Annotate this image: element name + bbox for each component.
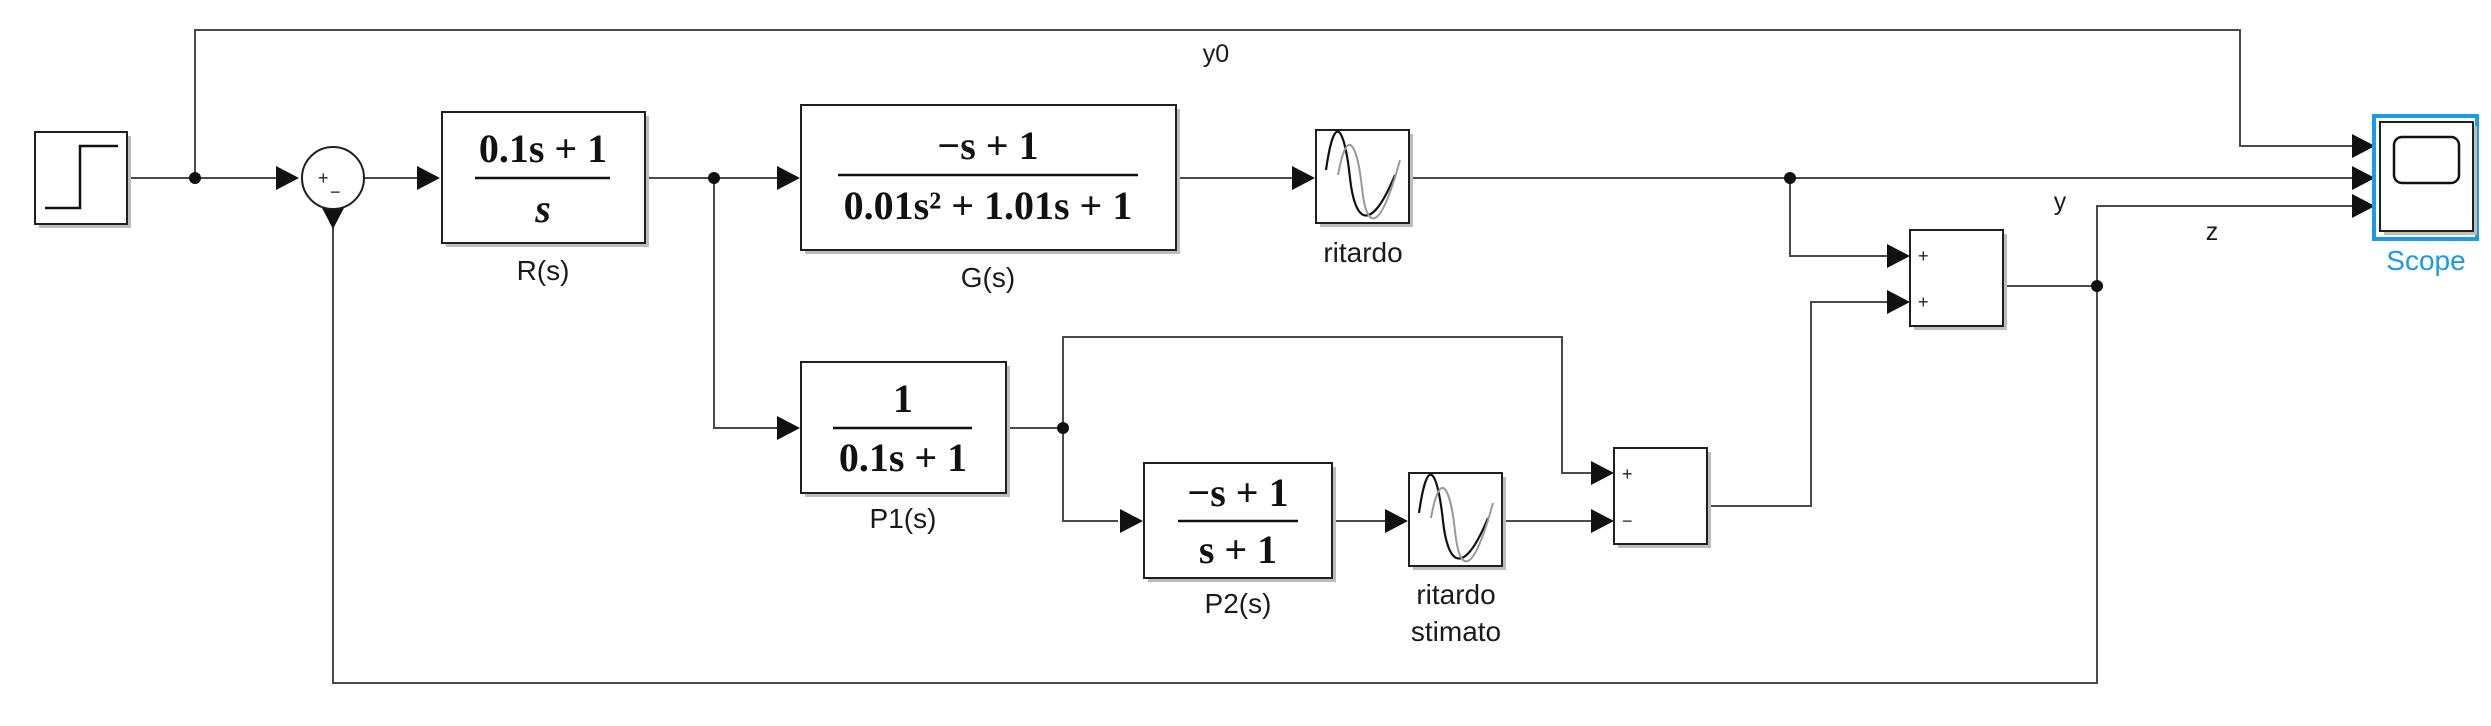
transfer-block-P1[interactable]: 1 0.1s + 1 P1(s) [800, 361, 1010, 534]
arrowhead-sum1-in [276, 166, 299, 190]
wire-y0[interactable] [194, 29, 2357, 178]
step-icon [45, 144, 118, 210]
signal-label-y0: y0 [1203, 40, 1229, 68]
delay-est-label-line2: stimato [1411, 616, 1501, 647]
sum-block-2[interactable]: + + [1909, 229, 2007, 330]
delay-block[interactable]: ritardo [1315, 129, 1413, 268]
P2-denominator: s + 1 [1199, 527, 1277, 572]
delay-estimated-block[interactable]: ritardo stimato [1408, 472, 1506, 647]
R-denominator: s [534, 186, 551, 231]
arrowhead-sum3-in2 [1591, 509, 1614, 533]
transfer-block-R[interactable]: 0.1s + 1 s R(s) [441, 111, 649, 286]
sum3-sign-bottom: − [1622, 511, 1633, 531]
delay-est-wave-shifted-icon [1430, 486, 1494, 563]
wire-P1-to-sum3[interactable] [1062, 336, 1596, 474]
sum2-sign-top: + [1918, 246, 1929, 266]
wire-z-to-scope[interactable] [2096, 205, 2357, 286]
signal-label-y: y [2054, 188, 2067, 216]
branch-dot-y [1784, 172, 1796, 184]
arrowhead-sum2-in1 [1887, 244, 1910, 268]
scope-block[interactable]: Scope [2372, 114, 2479, 276]
P1-numerator: 1 [893, 376, 913, 421]
delay-wave-icon [1324, 130, 1397, 217]
wire-P1-to-P2[interactable] [1062, 428, 1118, 522]
arrowhead-sum2-in2 [1887, 290, 1910, 314]
arrowhead-scope-y0 [2352, 134, 2375, 158]
arrowhead-delay-in [1292, 166, 1315, 190]
R-label: R(s) [517, 255, 570, 286]
signal-labels: y0 y z [1203, 40, 2218, 246]
P1-denominator: 0.1s + 1 [839, 435, 967, 480]
scope-label: Scope [2386, 245, 2465, 276]
delay-label: ritardo [1323, 237, 1402, 268]
arrowheads [276, 134, 2375, 533]
arrowhead-scope-y [2352, 166, 2375, 190]
arrowhead-R-in [417, 166, 440, 190]
sum3-sign-top: + [1622, 464, 1633, 484]
delay-est-wave-icon [1417, 473, 1490, 560]
branch-dot-P1 [1057, 422, 1069, 434]
P2-label: P2(s) [1205, 588, 1272, 619]
branch-points [189, 172, 2103, 434]
transfer-block-G[interactable]: −s + 1 0.01s² + 1.01s + 1 G(s) [800, 104, 1180, 293]
branch-dot-y0 [189, 172, 201, 184]
P1-label: P1(s) [870, 503, 937, 534]
signal-label-z: z [2206, 218, 2219, 246]
arrowhead-scope-z [2352, 194, 2375, 218]
G-label: G(s) [961, 262, 1015, 293]
transfer-block-P2[interactable]: −s + 1 s + 1 P2(s) [1143, 462, 1336, 619]
delay-wave-shifted-icon [1337, 143, 1401, 220]
wire-R-to-P1[interactable] [713, 178, 778, 429]
arrowhead-G-in [777, 166, 800, 190]
R-numerator: 0.1s + 1 [479, 126, 607, 171]
wire-sum3-to-sum2[interactable] [1709, 301, 1892, 507]
branch-dot-z [2091, 280, 2103, 292]
wires [130, 29, 2357, 684]
sum-block-3[interactable]: + − [1613, 447, 1711, 548]
arrowhead-delay-est-in [1385, 509, 1408, 533]
step-block[interactable] [34, 131, 131, 228]
G-denominator: 0.01s² + 1.01s + 1 [844, 183, 1133, 228]
arrowhead-P1-in [777, 416, 800, 440]
G-numerator: −s + 1 [937, 123, 1038, 168]
wire-y-to-sum2[interactable] [1789, 178, 1892, 257]
branch-dot-R [708, 172, 720, 184]
sum2-sign-bottom: + [1918, 292, 1929, 312]
sum1-sign-bottom: − [330, 182, 341, 202]
arrowhead-sum3-in1 [1591, 461, 1614, 485]
delay-est-label-line1: ritardo [1416, 579, 1495, 610]
P2-numerator: −s + 1 [1187, 470, 1288, 515]
wire-feedback[interactable] [332, 226, 2098, 684]
arrowhead-P2-in [1120, 509, 1143, 533]
sum-block-1[interactable]: + − [301, 146, 365, 210]
arrowhead-feedback [321, 206, 345, 229]
scope-screen-icon [2392, 135, 2461, 185]
sum1-sign-top: + [318, 168, 329, 188]
